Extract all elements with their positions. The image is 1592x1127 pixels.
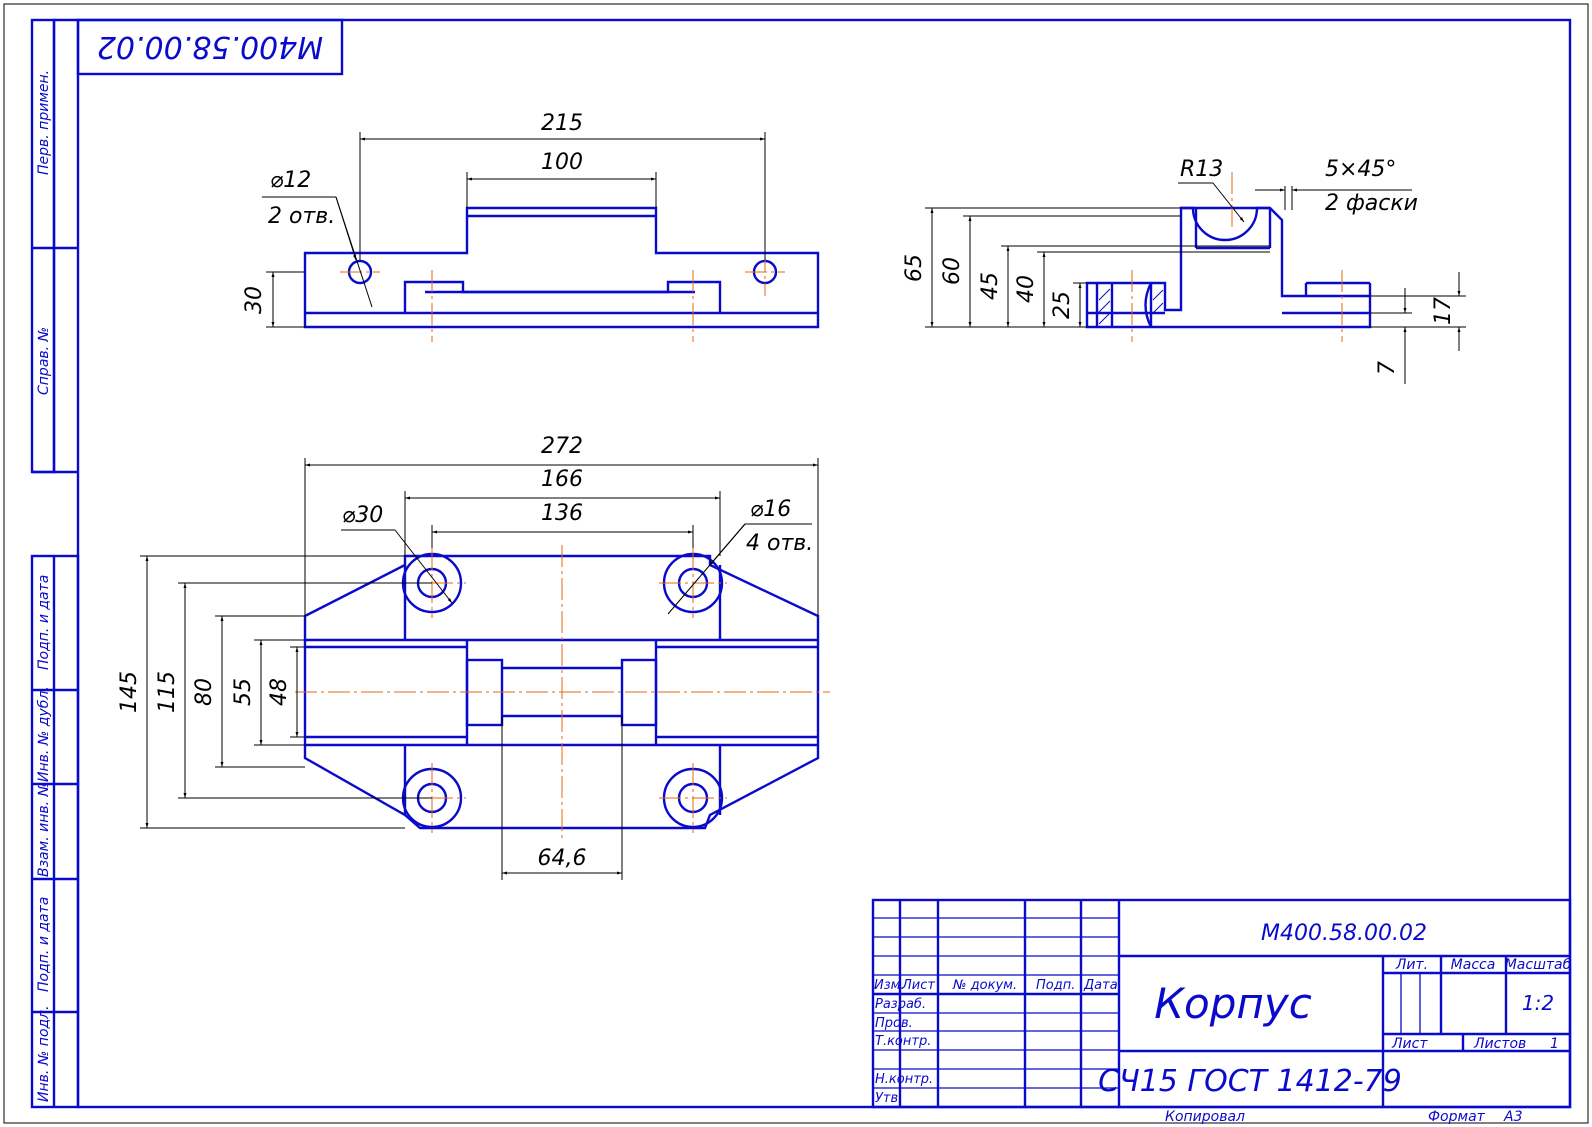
dim-48: 48 <box>267 678 292 706</box>
dim-215: 215 <box>541 111 583 136</box>
dim-25: 25 <box>1050 291 1075 319</box>
row-nkontr: Н.контр. <box>875 1072 933 1087</box>
dim-145: 145 <box>117 671 142 713</box>
part-name: Корпус <box>1154 979 1312 1028</box>
title-block: М400.58.00.02 Корпус СЧ15 ГОСТ 1412-79 И… <box>871 898 1572 1125</box>
front-view: 215 100 30 ⌀12 2 отв. <box>242 111 820 342</box>
top-view: 272 166 136 64,6 145 115 80 55 48 <box>117 434 830 880</box>
format-value: А3 <box>1503 1109 1522 1125</box>
hdr-izm: Изм. <box>874 978 905 993</box>
row-utv: Утв. <box>875 1091 902 1106</box>
material: СЧ15 ГОСТ 1412-79 <box>1098 1064 1402 1099</box>
dim-r13: R13 <box>1180 157 1223 182</box>
lbl-lit: Лит. <box>1395 957 1428 973</box>
side-label-podp-2: Подп. и дата <box>36 897 52 992</box>
lbl-sheet: Лист <box>1391 1036 1428 1052</box>
side-view: 65 60 45 40 25 17 7 R13 5×45° 2 фаски <box>902 157 1466 384</box>
dim-136: 136 <box>541 501 583 526</box>
scale-value: 1:2 <box>1522 991 1554 1015</box>
dim-phi12: ⌀12 <box>270 168 311 193</box>
lbl-massa: Масса <box>1451 957 1496 973</box>
dim-phi30: ⌀30 <box>342 503 383 528</box>
dim-45: 45 <box>978 272 1003 300</box>
hdr-podp: Подп. <box>1036 978 1075 993</box>
row-tkontr: Т.контр. <box>875 1034 931 1049</box>
side-label-sprav: Справ. № <box>36 327 52 395</box>
dim-55: 55 <box>231 678 256 706</box>
left-strip: Перв. примен. Справ. № Подп. и дата Инв.… <box>30 18 80 1109</box>
lbl-sheets: Листов <box>1473 1036 1526 1052</box>
dim-40: 40 <box>1014 275 1039 303</box>
dim-272: 272 <box>541 434 583 459</box>
dim-65: 65 <box>902 254 927 282</box>
note-chamfers: 2 фаски <box>1325 191 1418 216</box>
dim-64-6: 64,6 <box>538 846 587 871</box>
side-label-inv-podl: Инв. № подл. <box>36 1005 52 1102</box>
row-razrab: Разраб. <box>875 997 926 1012</box>
row-prov: Пров. <box>875 1016 913 1031</box>
dim-115: 115 <box>155 671 180 713</box>
hdr-list: Лист <box>901 978 935 993</box>
side-label-inv-dubl: Инв. № дубл. <box>36 686 52 782</box>
sheet-trim <box>3 3 1589 1124</box>
side-label-perv: Перв. примен. <box>36 70 52 175</box>
hdr-data: Дата <box>1083 978 1118 993</box>
dim-166: 166 <box>541 467 583 492</box>
dim-60: 60 <box>940 257 965 285</box>
rotated-code: М400.58.00.02 <box>97 29 323 64</box>
side-label-vzam: Взам. инв. № <box>36 782 52 877</box>
designation: М400.58.00.02 <box>1261 921 1427 946</box>
dim-30: 30 <box>242 286 267 314</box>
section-hatch <box>1098 288 1164 325</box>
dim-17: 17 <box>1431 297 1456 325</box>
dim-chamfer: 5×45° <box>1325 157 1396 182</box>
note-4-holes: 4 отв. <box>746 531 813 556</box>
dim-phi16: ⌀16 <box>750 497 791 522</box>
dim-80: 80 <box>192 678 217 706</box>
lbl-format: Формат <box>1428 1109 1486 1125</box>
sheets-count: 1 <box>1550 1036 1559 1052</box>
note-2-holes: 2 отв. <box>268 204 335 229</box>
hdr-no-dokum: № докум. <box>952 978 1017 993</box>
lbl-kopiroval: Копировал <box>1165 1109 1245 1125</box>
rotated-code-box: М400.58.00.02 <box>76 18 344 76</box>
side-label-podp-1: Подп. и дата <box>36 575 52 670</box>
lbl-masshtab: Масштаб <box>1505 957 1572 973</box>
dim-7: 7 <box>1375 361 1400 375</box>
dim-100: 100 <box>541 150 583 175</box>
